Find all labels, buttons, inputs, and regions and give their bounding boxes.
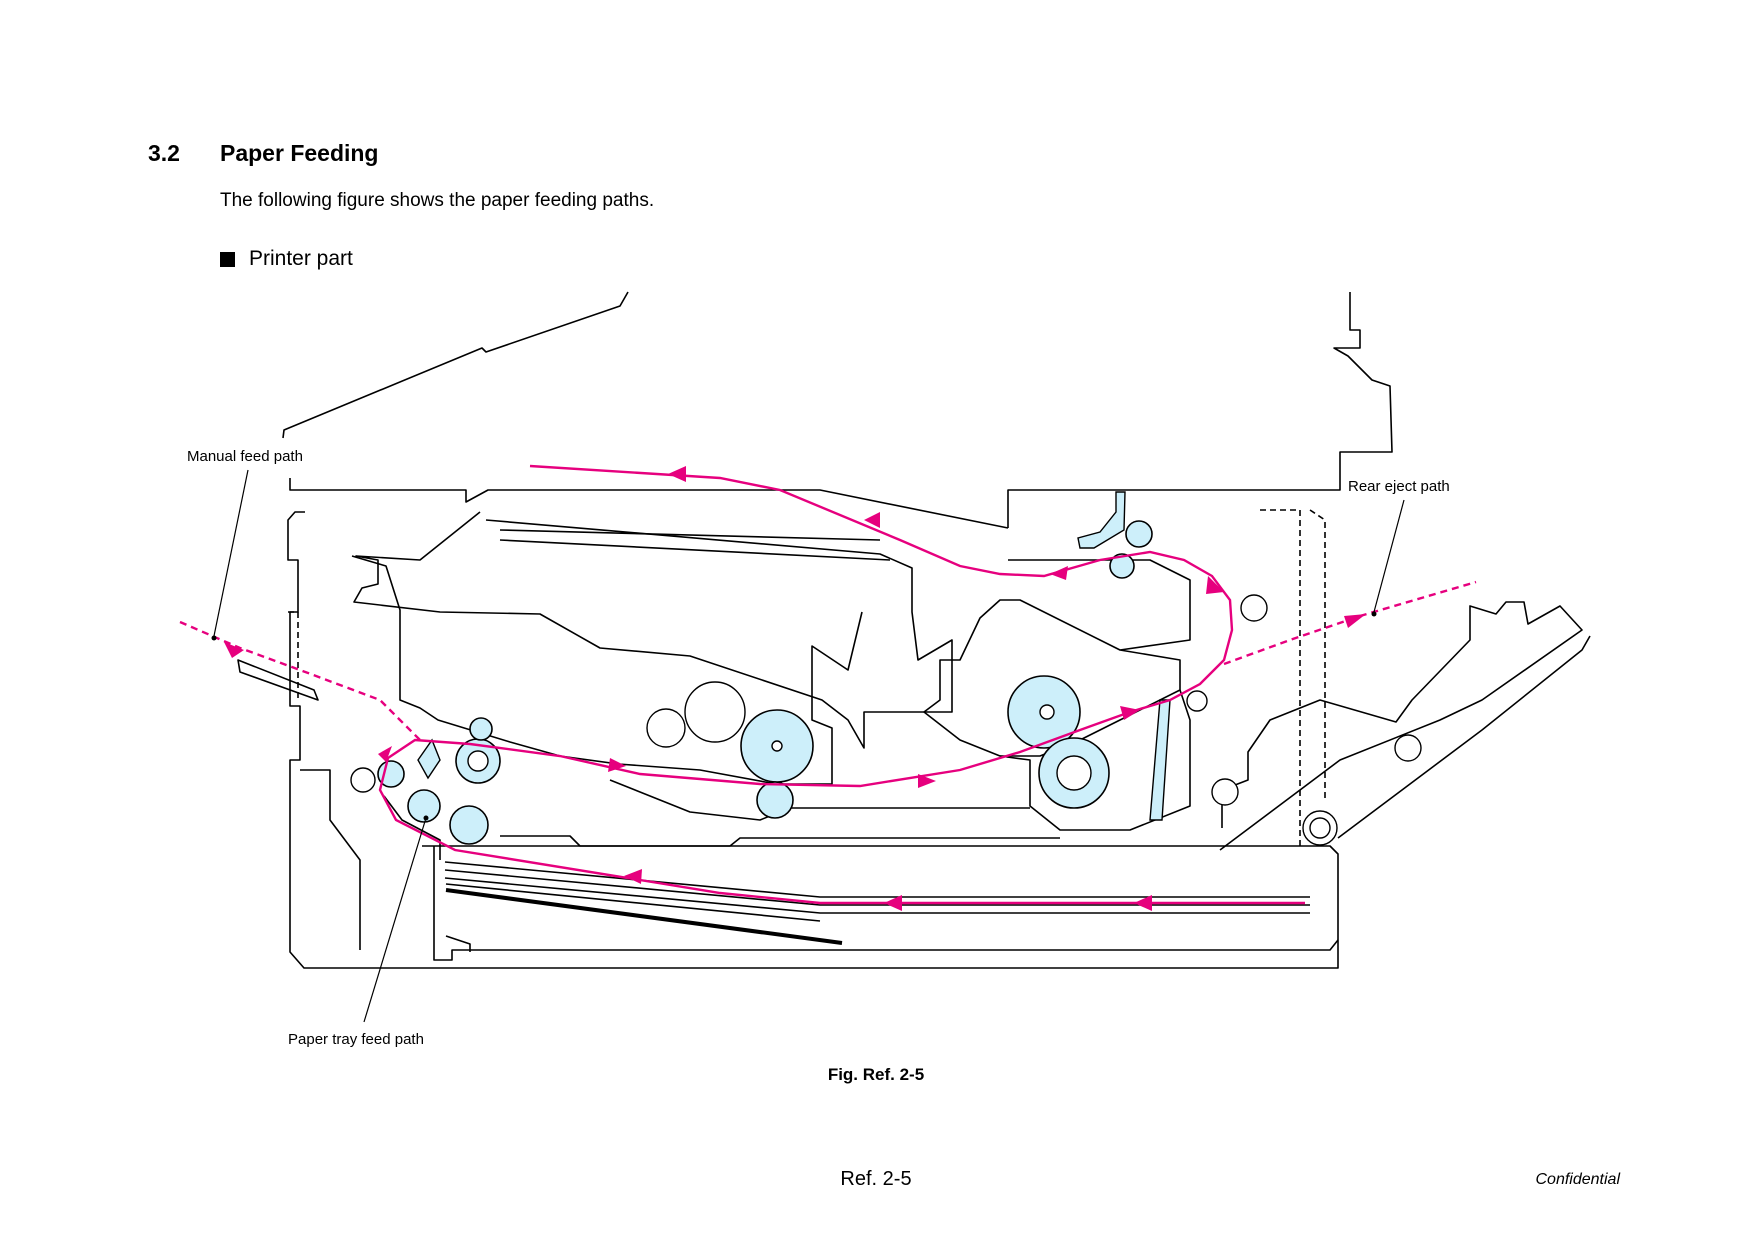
rear-roller	[1211, 778, 1239, 806]
section-title: Paper Feeding	[220, 140, 379, 166]
tray-feed-callout: Paper tray feed path	[288, 1031, 424, 1048]
figure-caption: Fig. Ref. 2-5	[827, 1065, 925, 1084]
rear-top-outline	[1007, 292, 1393, 528]
separation-roller	[449, 805, 489, 845]
manual-leader-line	[213, 469, 249, 637]
laser-unit-outline	[923, 559, 1191, 757]
page-reference: Ref. 2-5	[840, 1168, 912, 1190]
rear-gear	[1240, 594, 1268, 622]
output-hub	[1309, 817, 1331, 839]
tray-front	[445, 935, 471, 952]
path-arrow	[608, 758, 626, 772]
idler-roller	[350, 767, 376, 793]
path-arrow	[884, 895, 902, 911]
tray-leader-dot	[423, 815, 429, 821]
fuser-actuator	[1149, 699, 1171, 821]
path-arrow	[1120, 706, 1140, 720]
top-frame	[289, 478, 1009, 529]
pressure-hub	[1056, 755, 1092, 791]
laser-hub	[1039, 704, 1055, 720]
path-arrow	[1206, 576, 1224, 594]
rear-door	[1219, 601, 1583, 851]
chassis-baseplate	[609, 779, 1030, 821]
rear-eject-path	[1223, 580, 1477, 666]
section-number: 3.2	[148, 140, 180, 166]
pressure-plate	[445, 888, 843, 945]
toner-cartridge-outline	[353, 511, 953, 749]
tray-leader-line	[363, 817, 427, 1023]
subheading-label: Printer part	[249, 247, 353, 270]
pickup-roller-small	[469, 717, 493, 741]
path-arrow	[864, 512, 880, 528]
top-cover-outline	[282, 291, 629, 439]
manual-feed-slot	[237, 659, 319, 701]
path-arrow	[624, 869, 642, 884]
path-arrow	[378, 746, 392, 762]
path-arrow	[1344, 614, 1366, 628]
rear-eject-callout: Rear eject path	[1348, 478, 1450, 495]
path-arrow	[1050, 566, 1068, 580]
drum-hub	[771, 740, 783, 752]
paper-stack	[444, 861, 1310, 922]
front-guide-dashed	[288, 611, 299, 700]
intro-text: The following figure shows the paper fee…	[220, 190, 655, 211]
paper-tray-outline	[433, 846, 1339, 961]
eject-lever	[1077, 491, 1126, 549]
path-arrow	[668, 466, 686, 482]
registration-actuator	[417, 738, 441, 780]
transfer-roller	[756, 781, 794, 819]
left-frame-inner	[300, 769, 361, 950]
registration-hub	[467, 750, 489, 772]
rear-guide-dashed	[1260, 509, 1326, 850]
supply-roller	[646, 708, 686, 748]
developer-roller	[684, 681, 746, 743]
paper-pickup-roller	[407, 789, 441, 823]
confidential-label: Confidential	[1535, 1171, 1621, 1188]
square-bullet-icon	[220, 251, 235, 267]
printer-body-outline	[287, 511, 1339, 969]
subheading: Printer part	[220, 247, 353, 271]
manual-leader-dot	[211, 635, 217, 641]
manual-feed-path	[179, 620, 421, 741]
output-roller-small	[1394, 734, 1422, 762]
eject-roller-lower	[1109, 553, 1135, 579]
manual-feed-callout: Manual feed path	[187, 448, 303, 465]
path-arrow	[224, 642, 244, 658]
lower-frame	[500, 835, 1060, 847]
pickup-guide	[383, 795, 441, 860]
fuser-idler	[1186, 690, 1208, 712]
path-arrow	[1134, 895, 1152, 911]
fuser-unit-outline	[999, 689, 1191, 831]
rear-leader-dot	[1371, 611, 1377, 617]
path-arrow	[918, 774, 936, 788]
rear-output-tray	[1337, 635, 1591, 839]
eject-roller-upper	[1125, 520, 1153, 548]
rear-leader-line	[1373, 499, 1405, 613]
scanner-bottom	[499, 529, 891, 561]
